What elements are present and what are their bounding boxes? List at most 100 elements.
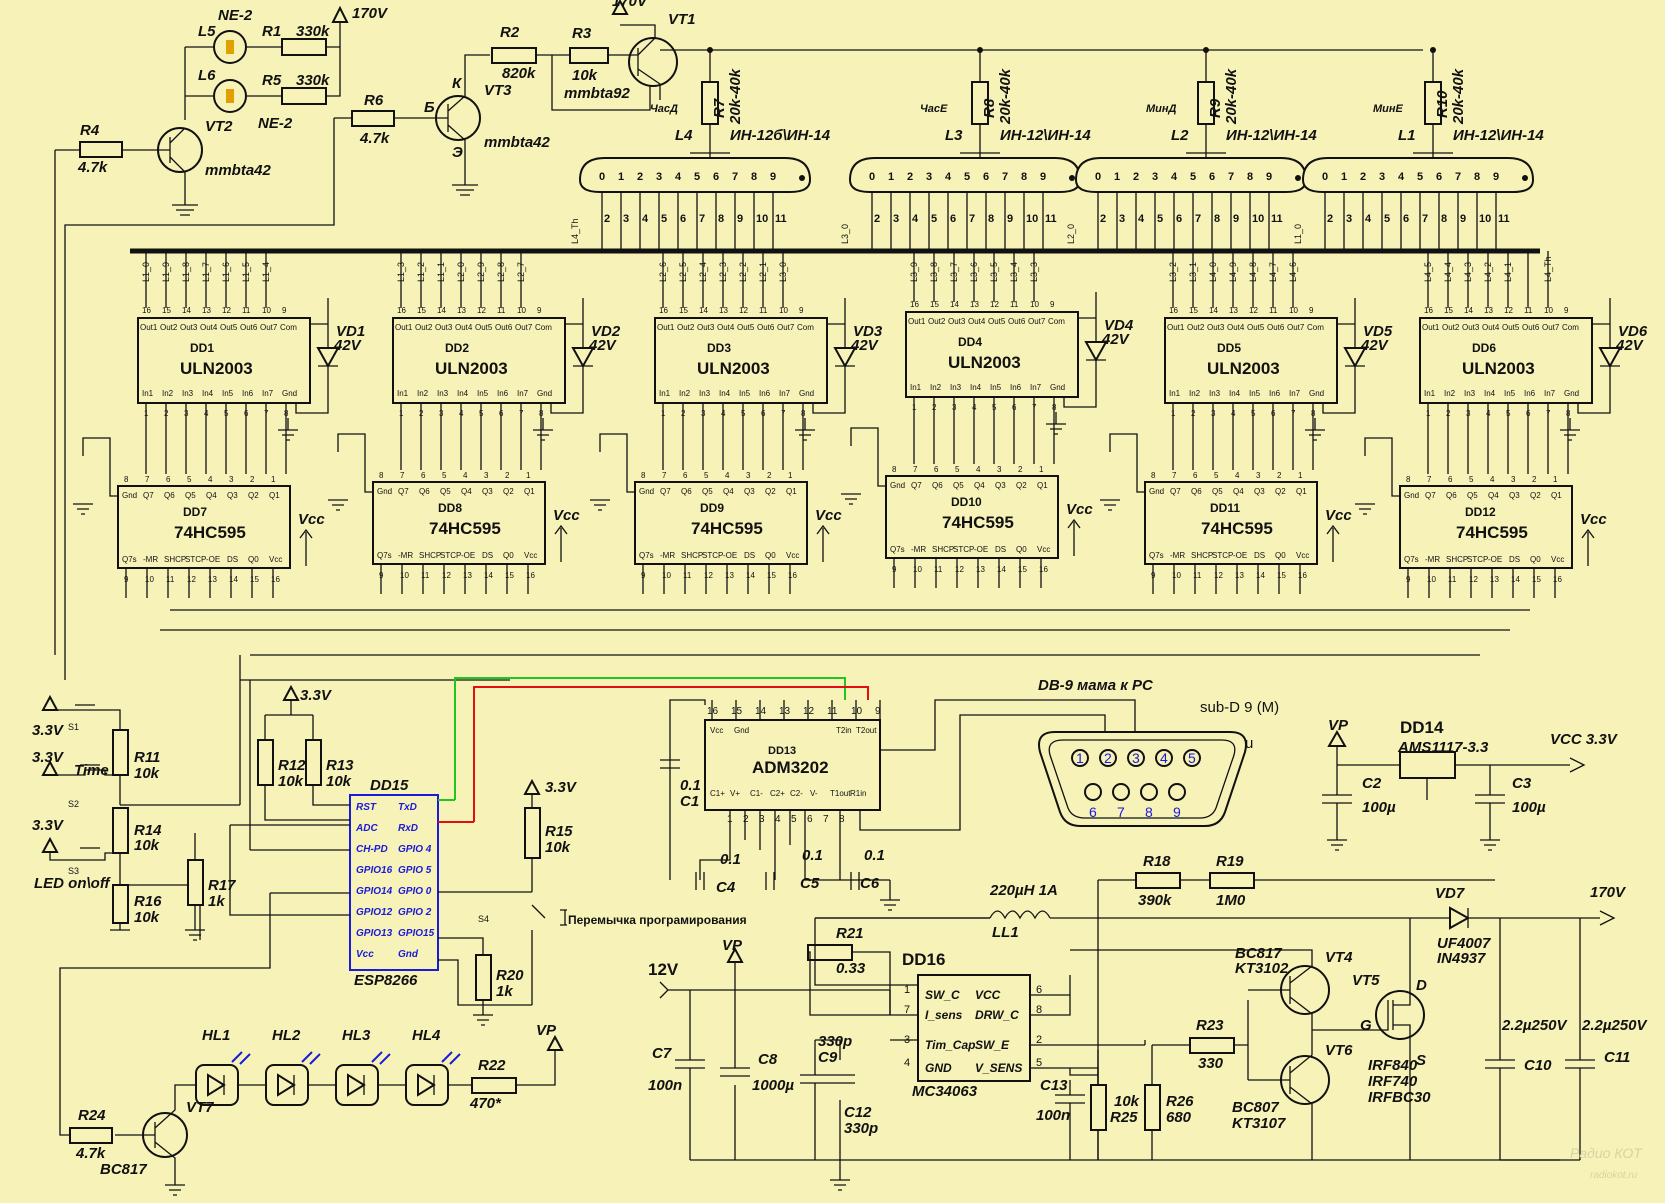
VT5-name: VT5	[1352, 972, 1380, 989]
VT7-name: VT7	[186, 1099, 214, 1116]
sr-top-pin: 7	[145, 475, 150, 484]
ne2-label-a: NE-2	[218, 7, 253, 24]
sr-bottom: Q0	[1016, 545, 1027, 554]
sr-q: Q7	[398, 487, 409, 496]
uln-out: Out4	[1482, 323, 1500, 332]
sr-q: Q5	[953, 481, 964, 490]
tube-cathode-label: L3_0	[840, 224, 850, 244]
VT6-t1: BC807	[1232, 1099, 1279, 1116]
C9-value: 330p	[818, 1033, 852, 1050]
C9-name: C9	[818, 1049, 838, 1066]
sr-vcc: Vcc	[553, 507, 580, 524]
db9-pin: 3	[1132, 750, 1140, 766]
C3-value: 100µ	[1512, 799, 1546, 816]
tube-digit: 5	[964, 171, 970, 183]
sr-top-pin: 6	[421, 471, 426, 480]
uln-top-pin: 12	[222, 306, 231, 315]
R15-name: R15	[545, 823, 573, 840]
uln-top-pin: 11	[1010, 300, 1019, 309]
adm-top-pin: 10	[851, 706, 863, 717]
tube-pin: 9	[1460, 213, 1466, 225]
esp-pin-left: GPIO12	[356, 907, 393, 918]
sr-bottom: -OE	[1233, 551, 1247, 560]
R20-value: 1k	[496, 983, 513, 1000]
uln-in: In4	[1484, 389, 1496, 398]
uln-top-pin: 9	[537, 306, 542, 315]
tube-cathode-label: L4_Th	[570, 218, 580, 244]
esp-pin-right: GPIO 4	[398, 844, 432, 855]
sr-bot-pin: 14	[746, 571, 755, 580]
v33-label-e: 3.3V	[545, 779, 578, 796]
tube-digit: 5	[1190, 171, 1196, 183]
v33-label-d: 3.3V	[300, 687, 333, 704]
esp-pin-right: GPIO 2	[398, 907, 432, 918]
uln-in: In5	[222, 389, 234, 398]
bus-label: L2_8	[496, 262, 506, 282]
uln-out: Out6	[495, 323, 513, 332]
bus-label: L3_2	[1168, 262, 1178, 282]
tube-pin: 10	[1252, 213, 1264, 225]
sr-bottom: Q7s	[639, 551, 654, 560]
anode-tag: МинД	[1146, 103, 1177, 115]
uln-out: Out3	[1207, 323, 1225, 332]
sr-bot-pin: 13	[725, 571, 734, 580]
C13-name: C13	[1040, 1077, 1068, 1094]
tube-pin: 3	[623, 213, 629, 225]
esp-pin-right: GPIO15	[398, 928, 435, 939]
sr-q: Q3	[482, 487, 493, 496]
sr-bot-pin: 10	[400, 571, 409, 580]
sr-bot-pin: 12	[187, 575, 196, 584]
sr-ref: DD9	[700, 501, 724, 515]
tube-pin: 4	[912, 213, 919, 225]
tube-pin: 11	[775, 213, 787, 225]
tube-digit: 1	[888, 171, 894, 183]
uln-in: In3	[1209, 389, 1221, 398]
R26-value: 680	[1166, 1109, 1192, 1126]
tube-pin: 6	[680, 213, 686, 225]
sr-bottom: -MR	[911, 545, 926, 554]
sr-vcc: Vcc	[815, 507, 842, 524]
C11-value: 2.2µ250V	[1581, 1017, 1649, 1034]
adm-tl: Vcc	[710, 726, 723, 735]
bus-label: L1_1	[436, 262, 446, 282]
sr-top-pin: 5	[955, 465, 960, 474]
uln-top-pin: 13	[719, 306, 728, 315]
sr-top-pin: 5	[187, 475, 192, 484]
bus-label: L1_8	[181, 262, 191, 282]
C7-value: 100n	[648, 1077, 682, 1094]
uln-out: Com	[1562, 323, 1579, 332]
uln-in: In2	[679, 389, 691, 398]
tube-pin: 3	[1119, 213, 1125, 225]
tube-pin: 9	[1233, 213, 1239, 225]
sr-top-pin: 1	[1298, 471, 1303, 480]
adm-top-pin: 12	[803, 706, 815, 717]
tube-digit: 3	[926, 171, 932, 183]
led-name: HL2	[272, 1027, 301, 1044]
sr-bot-pin: 12	[1469, 575, 1478, 584]
sr-q: Q4	[974, 481, 985, 490]
tube-pin: 7	[699, 213, 705, 225]
adm-bot-pin: 8	[839, 814, 845, 825]
sr-bot-pin: 14	[484, 571, 493, 580]
R1-value: 330k	[296, 23, 330, 40]
R4-value: 4.7k	[77, 159, 108, 176]
tube-name: L4	[675, 127, 693, 144]
tube-digit: 9	[1493, 171, 1499, 183]
sr-bot-pin: 15	[505, 571, 514, 580]
tube-digit: 2	[1133, 171, 1139, 183]
uln-top-pin: 11	[1524, 306, 1533, 315]
tube-digit: 1	[1114, 171, 1120, 183]
diode-name: VD3	[853, 323, 883, 340]
sr-top-pin: 5	[1469, 475, 1474, 484]
VT5-s: S	[1416, 1052, 1426, 1069]
uln-out: Com	[280, 323, 297, 332]
boost-chip: MC34063	[912, 1083, 978, 1100]
tube-type: ИН-12б\ИН-14	[730, 127, 831, 144]
uln-out: Out6	[1008, 317, 1026, 326]
VT3-k: К	[452, 75, 463, 92]
lamp-L6: L6	[198, 67, 216, 84]
mc-num-right: 2	[1036, 1034, 1042, 1046]
sr-bottom: SHCP	[681, 551, 703, 560]
sr-q: Q6	[932, 481, 943, 490]
tube-pin: 2	[1327, 213, 1333, 225]
